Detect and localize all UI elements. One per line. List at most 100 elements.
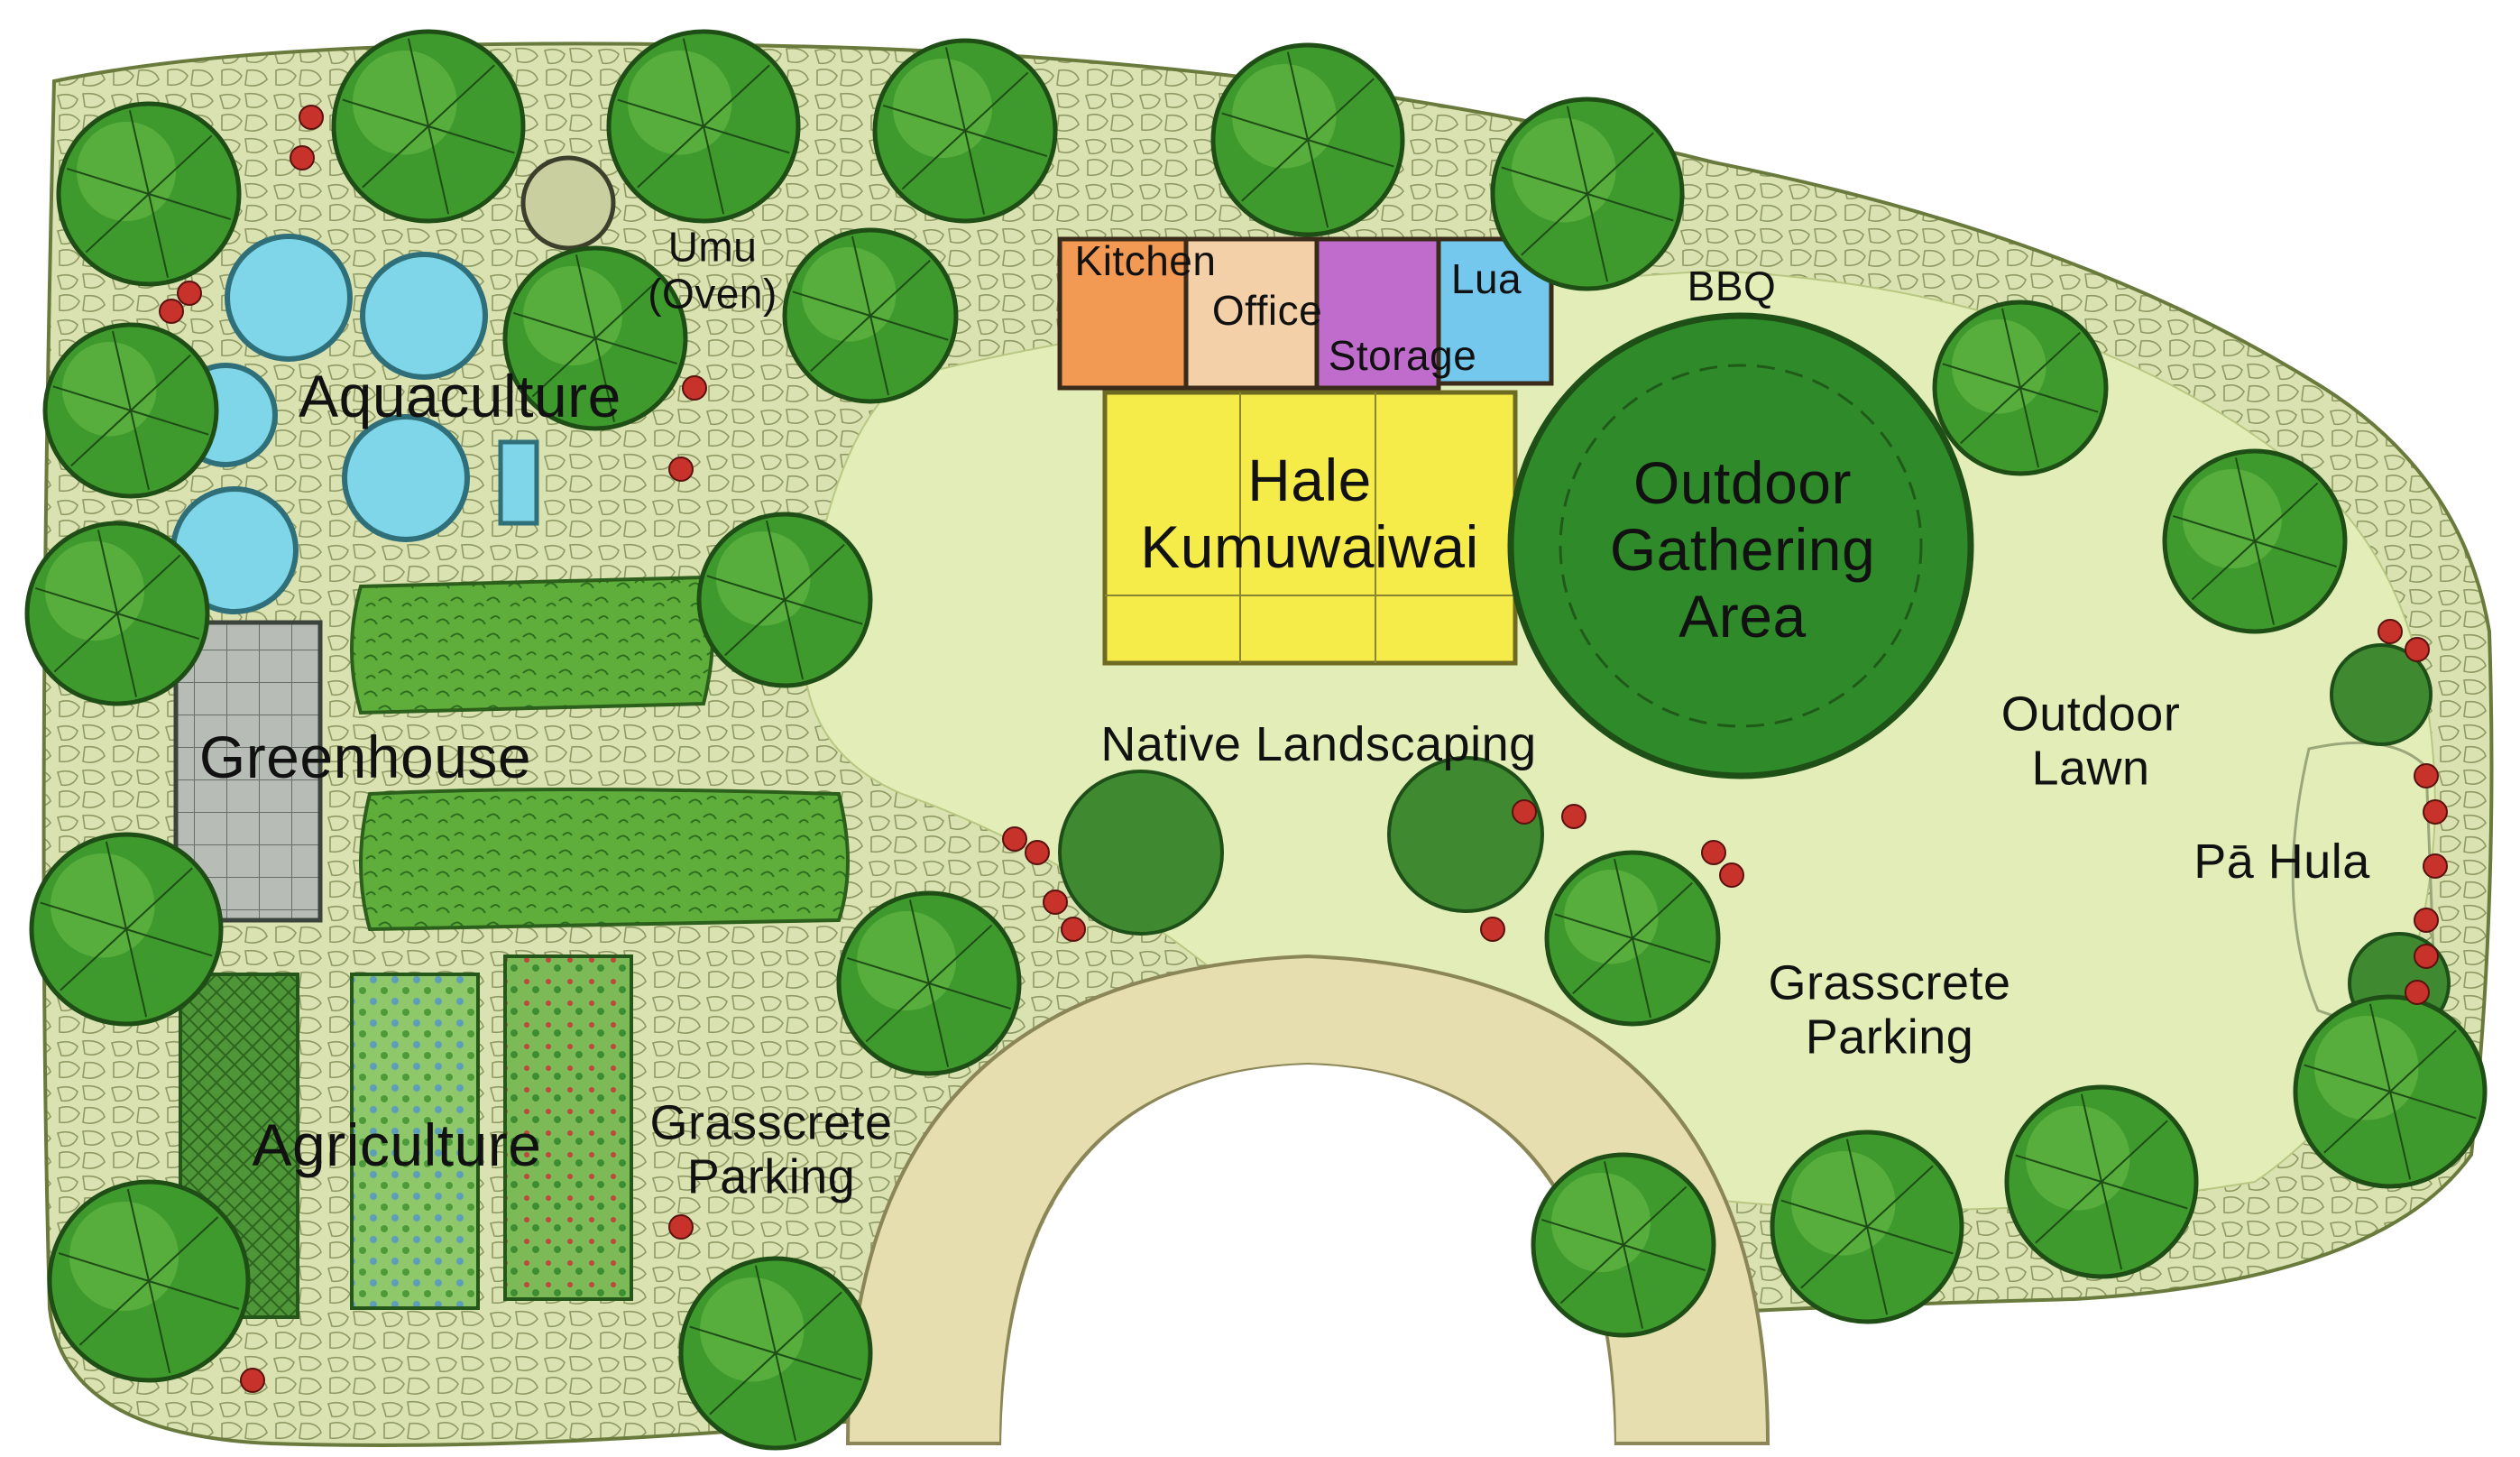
tree-branch (2035, 1181, 2102, 1244)
tree-highlight (353, 51, 457, 155)
tree-branch (1632, 937, 1651, 1019)
tree-branch (428, 125, 450, 215)
pond (225, 234, 353, 362)
label-grasscrete-right-line1: Grasscrete (1768, 955, 2011, 1010)
tree-branch (2389, 1029, 2457, 1093)
tree-branch (1554, 913, 1633, 939)
tree-branch (594, 337, 678, 365)
tree-branch (362, 125, 429, 189)
tree-highlight (1512, 118, 1616, 223)
red-flower (159, 299, 184, 324)
tree-branch (1942, 363, 2021, 389)
tree-highlight (2026, 1106, 2130, 1211)
palm-plant (1058, 770, 1224, 936)
tree-branch (97, 530, 118, 614)
tree-branch (2101, 1181, 2123, 1270)
label-umu-line1: Umu (667, 223, 758, 271)
tree-branch (1866, 1226, 1889, 1315)
tree-branch (148, 1216, 219, 1282)
tree-branch (2019, 331, 2081, 389)
native-landscaping-plants (1058, 643, 2451, 1035)
tree-branch (2015, 1154, 2102, 1183)
tree-branch (70, 410, 132, 467)
tree-branch (105, 841, 127, 930)
tree-branch (2368, 1003, 2391, 1093)
tree-branch (40, 901, 127, 930)
label-umu-line2: (Oven) (648, 270, 777, 317)
label-hale-line2: Kumuwaiwai (1140, 513, 1479, 580)
tree-branch (2254, 482, 2319, 542)
tree-highlight (1232, 64, 1337, 169)
tree-branch (754, 1265, 777, 1354)
hedge-bed-lower (359, 788, 850, 932)
tree (24, 521, 210, 706)
tree-branch (2304, 1064, 2391, 1093)
pond (342, 414, 470, 542)
tree-branch (2019, 387, 2039, 468)
tree-branch (512, 311, 596, 339)
tree-branch (865, 982, 930, 1043)
tree-highlight (523, 266, 622, 365)
tree-branch (428, 125, 515, 154)
office-room (1183, 236, 1320, 391)
tree-branch (1241, 139, 1309, 202)
label-storage: Storage (1328, 332, 1477, 380)
tree-branch (52, 385, 132, 411)
tree-branch (2101, 1181, 2188, 1210)
tree-branch (2101, 1120, 2168, 1183)
tree-branch (1632, 937, 1711, 964)
tree-branch (682, 38, 704, 127)
tree-branch (126, 1188, 150, 1282)
tree (1932, 300, 2109, 476)
tree (1210, 42, 1405, 237)
tree-branch (2234, 457, 2256, 542)
red-flower (2405, 980, 2430, 1005)
tree-branch (1866, 1226, 1954, 1255)
tree-highlight (1564, 870, 1659, 964)
label-gathering-line3: Area (1678, 582, 1807, 650)
label-aquaculture: Aquaculture (299, 363, 621, 430)
tree-branch (1780, 1199, 1868, 1228)
label-office: Office (1211, 287, 1323, 335)
tree-branch (58, 1252, 150, 1282)
tree (1770, 1130, 1964, 1324)
red-flower (1512, 799, 1537, 825)
red-flower (1002, 826, 1027, 852)
tree-branch (148, 134, 213, 195)
label-lawn-line1: Outdoor (2000, 687, 2181, 742)
red-flower (1701, 840, 1726, 865)
tree-branch (128, 110, 150, 195)
tree-branch (964, 130, 1048, 158)
tree-branch (869, 259, 931, 317)
label-kitchen: Kitchen (1074, 237, 1217, 285)
tree-branch (617, 98, 704, 127)
tree-branch (637, 125, 704, 189)
tree-branch (1566, 106, 1588, 195)
tree-branch (2001, 308, 2021, 389)
red-flower (2377, 619, 2403, 644)
hedge-bed-upper (350, 575, 714, 715)
label-pa-hula: Pā Hula (2194, 834, 2370, 889)
red-flower (177, 281, 202, 306)
tree (502, 245, 688, 431)
tree (2004, 1084, 2199, 1279)
tree-branch (869, 315, 889, 396)
tree-branch (148, 193, 232, 221)
tree-branch (1632, 881, 1693, 939)
red-flower (2423, 853, 2448, 879)
label-grasscrete-parking-right: Grasscrete Parking (1768, 956, 2010, 1065)
tree (47, 1179, 251, 1383)
tree-branch (709, 1352, 777, 1416)
tree-branch (531, 337, 596, 398)
tree-branch (703, 125, 790, 154)
tree-branch (2323, 1091, 2391, 1154)
palm-plant (1387, 756, 1544, 913)
tree-branch (148, 193, 170, 278)
tree-branch (964, 130, 986, 215)
label-agriculture: Agriculture (252, 1111, 542, 1179)
tree-branch (1307, 139, 1394, 168)
red-flower (240, 1368, 265, 1393)
tree-branch (784, 599, 863, 625)
tree-branch (116, 613, 200, 641)
